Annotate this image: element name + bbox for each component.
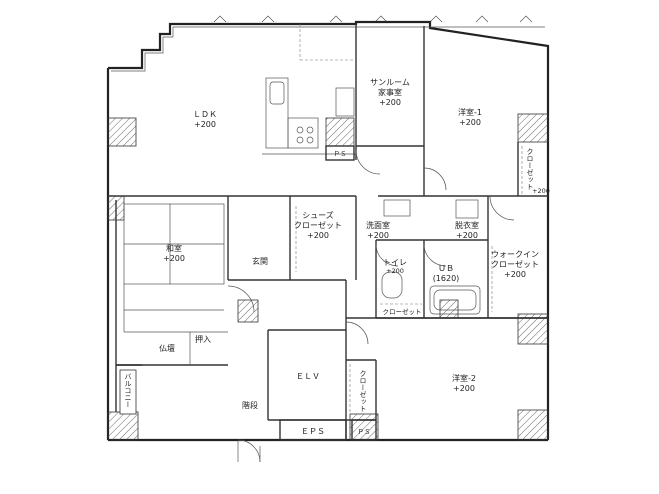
room-sunroom-name2: 家事室: [378, 87, 402, 97]
room-ub-name: ＵＢ: [438, 264, 454, 273]
room-closet2: クローゼット: [359, 370, 367, 412]
closet-lines: [295, 24, 523, 414]
room-datsui-level: +200: [456, 231, 478, 240]
room-oshiire: 押入: [195, 334, 211, 344]
room-genkan: 玄関: [252, 256, 268, 266]
interior-walls: [108, 24, 548, 440]
tatami-grid: [123, 203, 228, 365]
room-butsudan: 仏壇: [159, 343, 175, 353]
room-closet1-name: クローゼット: [526, 148, 534, 190]
room-western1-level: +200: [459, 118, 481, 127]
room-shoes-name1: シューズ: [302, 210, 334, 220]
room-western2: 洋室-2 +200: [452, 373, 476, 393]
room-butsudan-name: 仏壇: [159, 343, 175, 353]
room-ub: ＵＢ (1620): [433, 264, 460, 283]
room-closet1-level: +200: [532, 187, 550, 195]
room-ps1-name: ＰＳ: [334, 150, 347, 158]
kitchen: [262, 77, 356, 155]
room-balcony: バルコニー: [119, 369, 137, 415]
room-balcony-name: バルコニー: [124, 373, 132, 408]
room-small-closet: クローゼット: [383, 307, 422, 316]
room-toilet-name: トイレ: [383, 258, 407, 267]
room-shoes-name2: クローゼット: [294, 220, 342, 230]
room-ps2-name: ＰＳ: [358, 428, 371, 436]
room-ldk-level: +200: [194, 120, 216, 129]
room-walkin-name2: クローゼット: [491, 259, 539, 269]
room-kaidan: 階段: [242, 400, 258, 410]
room-shoes: シューズ クローゼット +200: [294, 210, 342, 240]
room-sunroom-name1: サンルーム: [370, 78, 410, 87]
window-marks: [213, 15, 533, 23]
ps-boxes: [279, 145, 377, 441]
room-eps: ＥＰＳ: [301, 427, 325, 436]
room-western2-name: 洋室-2: [452, 373, 476, 383]
room-genkan-name: 玄関: [252, 256, 268, 266]
room-western1: 洋室-1 +200: [458, 107, 482, 127]
room-ps2: ＰＳ: [358, 428, 371, 436]
room-washitsu-name: 和室: [166, 243, 182, 253]
room-elv-name: ＥＬＶ: [296, 372, 320, 381]
room-washitsu: 和室 +200: [163, 243, 185, 263]
door-swings: [227, 149, 515, 463]
room-small-closet-name: クローゼット: [383, 307, 422, 316]
room-senmen-level: +200: [367, 231, 389, 240]
room-datsui-name: 脱衣室: [455, 220, 479, 230]
room-senmen-name: 洗面室: [366, 220, 390, 230]
room-walkin-level: +200: [504, 270, 526, 279]
room-senmen: 洗面室 +200: [366, 220, 390, 240]
room-walkin-name1: ウォークイン: [491, 250, 539, 259]
room-shoes-level: +200: [307, 231, 329, 240]
room-walkin: ウォークイン クローゼット +200: [491, 250, 539, 279]
room-toilet-level: +200: [386, 267, 404, 275]
room-oshiire-name: 押入: [195, 334, 211, 344]
room-ldk-name: ＬＤＫ: [193, 110, 217, 119]
room-western1-name: 洋室-1: [458, 107, 482, 117]
room-sunroom: サンルーム 家事室 +200: [370, 78, 410, 107]
room-eps-name: ＥＰＳ: [301, 427, 325, 436]
room-kaidan-name: 階段: [242, 400, 258, 410]
room-washitsu-level: +200: [163, 254, 185, 263]
room-ldk: ＬＤＫ +200: [193, 110, 217, 129]
structural-columns: [107, 113, 549, 441]
room-toilet: トイレ +200: [383, 258, 407, 275]
room-datsui: 脱衣室 +200: [455, 220, 479, 240]
room-western2-level: +200: [453, 384, 475, 393]
room-closet2-name: クローゼット: [359, 370, 367, 412]
room-ub-size: (1620): [433, 274, 460, 283]
room-sunroom-level: +200: [379, 98, 401, 107]
room-closet1: クローゼット +200: [526, 148, 550, 195]
room-elv: ＥＬＶ: [296, 372, 320, 381]
room-ps1: ＰＳ: [334, 150, 347, 158]
bath-fixtures: [381, 199, 481, 315]
